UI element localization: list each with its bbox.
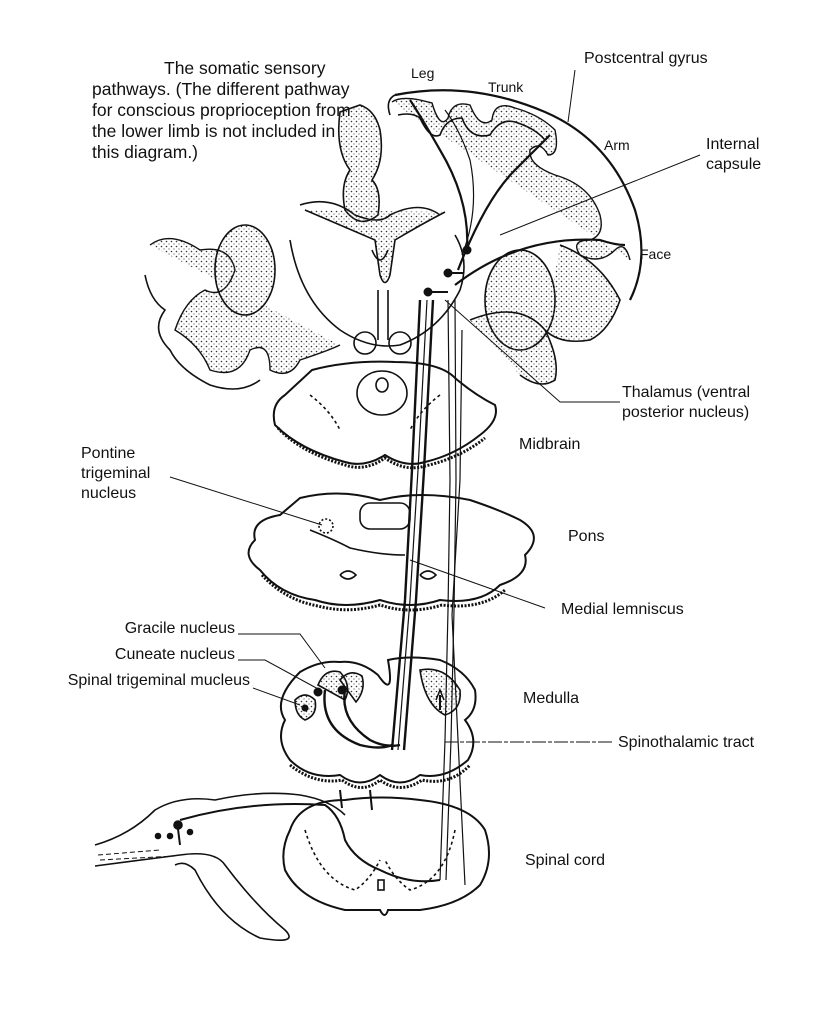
ascending-tracts xyxy=(301,99,626,886)
label-postcentral-gyrus: Postcentral gyrus xyxy=(584,50,708,67)
leader-gracile xyxy=(238,633,326,669)
cerebral-aqueduct-region xyxy=(356,370,408,416)
label-pontine-2: trigeminal xyxy=(81,465,151,482)
label-thalamus-1: Thalamus (ventral xyxy=(622,384,751,401)
midbrain-outline xyxy=(272,360,497,465)
internal-arcuate-fibers xyxy=(323,689,393,749)
pontine-trigeminal-nucleus xyxy=(318,518,334,534)
leader-postcentral-gyrus xyxy=(567,69,576,123)
label-pontine-1: Pontine xyxy=(81,445,136,462)
label-pontine-3: nucleus xyxy=(81,485,137,502)
label-internal-capsule-1: Internal xyxy=(706,136,760,153)
caption-line-1: The somatic sensory xyxy=(164,58,326,78)
pons-outline xyxy=(247,492,535,606)
label-spinal-cord: Spinal cord xyxy=(525,852,606,869)
midbrain-section xyxy=(272,360,497,470)
mammillary-body-right xyxy=(388,331,412,355)
label-trunk: Trunk xyxy=(488,79,524,95)
label-medial-lemniscus: Medial lemniscus xyxy=(561,601,684,618)
pons-section xyxy=(247,492,535,612)
label-spinothalamic-tract: Spinothalamic tract xyxy=(618,734,755,751)
label-internal-capsule-2: capsule xyxy=(706,156,762,173)
leader-internal-capsule xyxy=(499,154,701,236)
leader-spinal-trigeminal xyxy=(252,687,301,706)
dorsal-root xyxy=(94,792,346,846)
leader-thalamus xyxy=(444,299,620,403)
spinal-cord-outline xyxy=(282,796,490,916)
medial-lemniscus-tract xyxy=(390,299,422,751)
label-gracile-nucleus: Gracile nucleus xyxy=(124,620,235,637)
leader-lines xyxy=(169,69,701,743)
corpus-callosum xyxy=(304,209,446,284)
putamen-left xyxy=(214,224,276,316)
label-arm: Arm xyxy=(604,137,630,153)
thalamocortical-leg xyxy=(409,99,469,251)
label-midbrain: Midbrain xyxy=(519,436,581,453)
label-leg: Leg xyxy=(411,65,435,81)
right-hemisphere-outline xyxy=(394,89,643,301)
cortex-gyri-top xyxy=(391,97,631,261)
mammillary-body-left xyxy=(353,331,377,355)
label-cuneate-nucleus: Cuneate nucleus xyxy=(114,646,235,663)
cerebrum-section xyxy=(144,89,643,390)
dorsal-root-ganglion-cell xyxy=(173,820,183,830)
medulla-outline xyxy=(280,656,477,784)
leader-pontine-trigeminal xyxy=(169,476,323,526)
spinal-cord-section xyxy=(94,792,490,941)
label-pons: Pons xyxy=(568,528,605,545)
label-thalamus-2: posterior nucleus) xyxy=(622,404,750,421)
leader-cuneate xyxy=(238,659,321,691)
diagram-caption: The somatic sensory pathways. (The diffe… xyxy=(92,58,362,163)
label-medulla: Medulla xyxy=(523,690,580,707)
cuneate-nucleus xyxy=(338,672,364,704)
spinothalamic-tract-line xyxy=(439,299,451,881)
leader-medial-lemniscus xyxy=(409,559,546,609)
label-face: Face xyxy=(640,246,672,262)
label-spinal-trigeminal-nucleus: Spinal trigeminal mucleus xyxy=(67,672,250,689)
caption-body: pathways. (The different pathway for con… xyxy=(92,79,351,162)
